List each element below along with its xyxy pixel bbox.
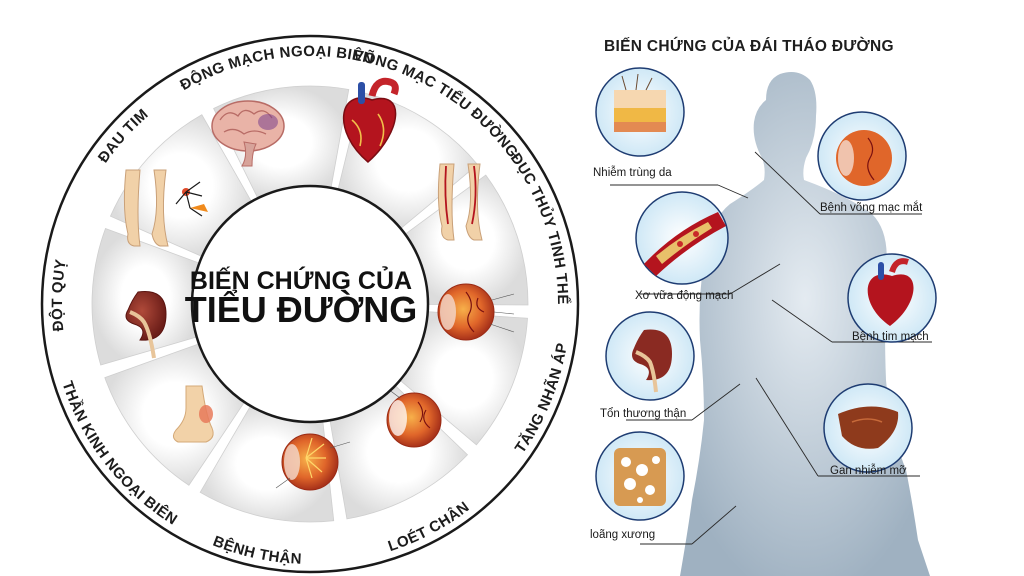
leg-arteries-icon bbox=[437, 163, 483, 241]
liver-icon bbox=[823, 383, 913, 473]
connector-lines bbox=[610, 151, 932, 545]
wheel-center bbox=[190, 184, 430, 424]
label-atherosclerosis: Xơ vữa động mạch bbox=[635, 290, 734, 302]
label-cardiovascular: Bệnh tim mạch bbox=[852, 331, 929, 343]
wheel-outer-ring bbox=[40, 34, 580, 574]
label-retinopathy: Bệnh võng mạc mắt bbox=[820, 202, 923, 214]
body-panel-title: BIẾN CHỨNG CỦA ĐÁI THÁO ĐƯỜNG bbox=[604, 38, 894, 55]
heart-circle-icon bbox=[847, 253, 937, 343]
wheel-title-line1: BIẾN CHỨNG CỦA bbox=[190, 265, 412, 295]
heart-icon bbox=[343, 77, 399, 163]
label-osteoporosis: loãng xương bbox=[590, 529, 656, 541]
body-diagram bbox=[595, 67, 937, 576]
bone-icon bbox=[595, 431, 685, 521]
label-fatty-liver: Gan nhiễm mỡ bbox=[830, 465, 907, 477]
wheel-segment-label: ĐAU TIM bbox=[95, 106, 152, 166]
brain-icon bbox=[211, 100, 285, 167]
eye-cataract-icon bbox=[383, 385, 442, 448]
label-skin-infection: Nhiễm trùng da bbox=[593, 167, 672, 179]
skin-icon bbox=[595, 67, 685, 157]
eye-glaucoma-icon bbox=[275, 433, 351, 491]
retina-icon bbox=[817, 111, 907, 201]
artery-icon bbox=[635, 191, 729, 285]
eye-retina-icon bbox=[437, 283, 515, 341]
label-kidney-damage: Tổn thương thận bbox=[600, 408, 687, 420]
wheel-segment-label: BỆNH THẬN bbox=[211, 533, 303, 568]
kidney-circle-icon bbox=[605, 311, 695, 401]
kidney-icon bbox=[125, 290, 167, 359]
foot-ulcer-icon bbox=[172, 385, 214, 443]
nerve-legs-icon bbox=[123, 169, 208, 247]
wheel-segment-label: ĐỘNG MẠCH NGOẠI BIÊN bbox=[177, 43, 375, 94]
wheel-segment-label: ĐỘT QUỴ bbox=[48, 258, 70, 332]
wheel-title-line2: TIỂU ĐƯỜNG bbox=[185, 288, 418, 330]
